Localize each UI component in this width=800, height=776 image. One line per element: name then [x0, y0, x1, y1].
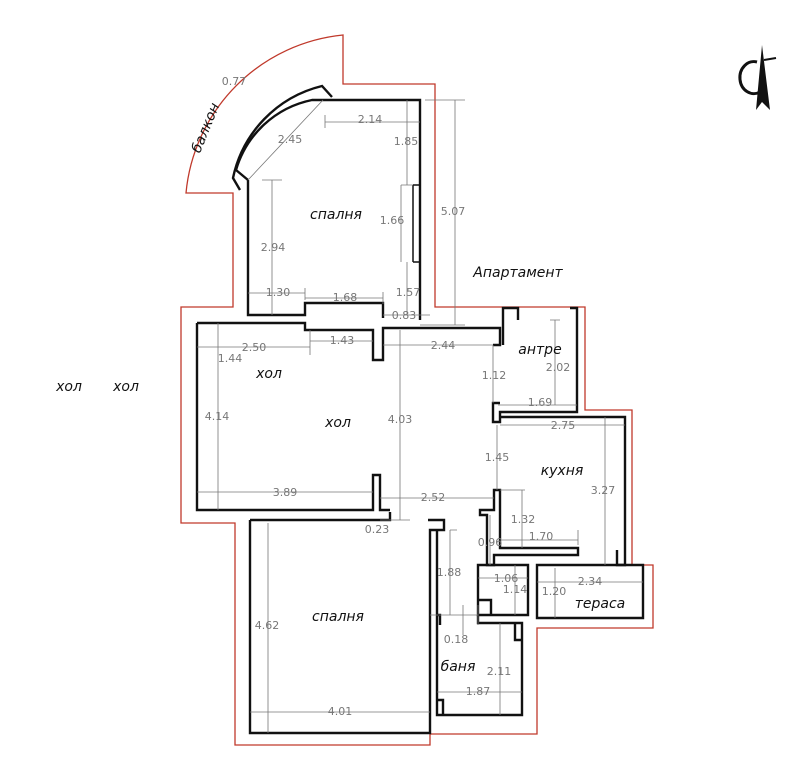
- dim-label: 2.50: [242, 341, 267, 354]
- dim-label: 1.70: [529, 530, 554, 543]
- dim-label: 4.14: [205, 410, 230, 423]
- dim-label: 2.44: [431, 339, 456, 352]
- dim-label: 0.23: [365, 523, 390, 536]
- walls: [195, 84, 645, 735]
- dim-label: 1.45: [485, 451, 510, 464]
- dim-label: 1.69: [528, 396, 553, 409]
- dim-label: 0.18: [444, 633, 469, 646]
- dim-label: 3.27: [591, 484, 616, 497]
- dim-label: 1.66: [380, 214, 405, 227]
- dim-label: 0.77: [222, 75, 247, 88]
- dimension-lines: [197, 99, 643, 733]
- dim-label: 5.07: [441, 205, 466, 218]
- room-label-balcony: балкон: [189, 101, 223, 156]
- dim-label: 3.89: [273, 486, 298, 499]
- apartment-label: Апартамент: [472, 265, 563, 281]
- room-label-hall-main: хол: [324, 415, 351, 431]
- outside-label: хол: [112, 379, 139, 395]
- room-label-bedroom-bottom: спалня: [312, 609, 364, 625]
- north-arrow-icon: [738, 45, 777, 110]
- room-label-kitchen: кухня: [541, 463, 584, 479]
- dim-label: 1.68: [333, 291, 358, 304]
- dim-label: 1.06: [494, 572, 519, 585]
- outside-label: хол: [55, 379, 82, 395]
- dim-label: 4.03: [388, 413, 413, 426]
- dim-label: 1.20: [542, 585, 567, 598]
- dim-label: 1.85: [394, 135, 419, 148]
- dimension-labels: 0.77 2.45 2.14 1.85 1.66 5.07 2.94 1.30 …: [205, 75, 616, 718]
- dim-label: 1.14: [503, 583, 528, 596]
- dim-label: 2.45: [278, 133, 303, 146]
- dim-label: 2.14: [358, 113, 383, 126]
- room-label-bathroom: баня: [441, 659, 476, 675]
- dim-label: 1.88: [437, 566, 462, 579]
- dim-label: 1.87: [466, 685, 491, 698]
- room-label-antre: антре: [518, 342, 561, 358]
- dim-label: 2.52: [421, 491, 446, 504]
- room-label-hall-small: хол: [255, 366, 282, 382]
- dim-label: 2.34: [578, 575, 603, 588]
- room-label-bedroom-top: спалня: [310, 207, 362, 223]
- dim-label: 1.12: [482, 369, 507, 382]
- dim-label: 1.30: [266, 286, 291, 299]
- dim-label: 2.02: [546, 361, 571, 374]
- dim-label: 2.75: [551, 419, 576, 432]
- dim-label: 1.43: [330, 334, 355, 347]
- property-boundary: [180, 34, 654, 746]
- dim-label: 1.44: [218, 352, 243, 365]
- dim-label: 2.11: [487, 665, 512, 678]
- dim-label: 2.94: [261, 241, 286, 254]
- room-labels: балкон спалня хол хол антре кухня спалня…: [55, 101, 625, 675]
- dim-label: 1.57: [396, 286, 421, 299]
- dim-label: 4.62: [255, 619, 280, 632]
- dim-label: 1.32: [511, 513, 536, 526]
- dim-label: 4.01: [328, 705, 353, 718]
- dim-label: 0.83: [392, 309, 417, 322]
- room-label-terrace: тераса: [575, 596, 626, 612]
- dim-label: 0.96: [478, 536, 503, 549]
